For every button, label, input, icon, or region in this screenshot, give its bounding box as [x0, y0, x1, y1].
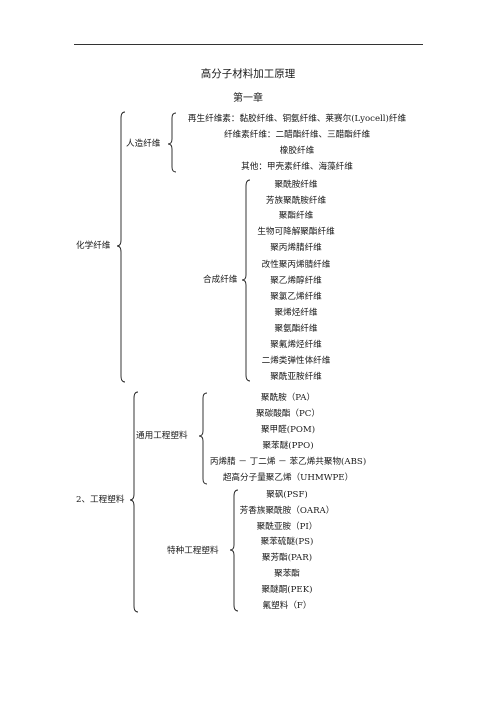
- list-item: 纤维素纤维：二醋酯纤维、三醋酯纤维: [223, 130, 371, 140]
- brace-synthetic-fiber: [241, 179, 251, 382]
- label-engineering-plastics: 2、工程塑料: [76, 495, 125, 505]
- list-item: 聚醚酮(PEK): [261, 585, 313, 595]
- list-item: 聚氟烯烃纤维: [270, 340, 322, 350]
- document-title: 高分子材料加工原理: [200, 68, 296, 80]
- list-item: 聚酰亚胺纤维: [270, 372, 322, 382]
- list-item: 聚氯乙烯纤维: [270, 292, 322, 302]
- list-item: 改性聚丙烯腈纤维: [261, 260, 331, 270]
- list-item: 聚芳酯(PAR): [261, 553, 313, 563]
- list-item: 二烯类弹性体纤维: [261, 356, 331, 366]
- list-item: 聚苯醚(PPO): [262, 441, 314, 451]
- brace-man-made-fiber: [167, 112, 177, 173]
- label-general-plastics: 通用工程塑料: [136, 431, 188, 441]
- list-item: 聚酰亚胺（PI）: [256, 522, 318, 532]
- list-item: 橡胶纤维: [279, 146, 315, 156]
- header-rule: [74, 44, 423, 45]
- chapter-heading: 第一章: [233, 93, 263, 104]
- list-item: 聚甲醛(POM): [260, 425, 316, 435]
- list-item: 超高分子量聚乙烯（UHMWPE）: [222, 473, 354, 483]
- label-special-plastics: 特种工程塑料: [167, 546, 219, 556]
- list-item: 聚酯纤维: [278, 211, 314, 221]
- list-item: 聚乙烯醇纤维: [270, 276, 322, 286]
- list-item: 聚氨酯纤维: [274, 324, 318, 334]
- list-item: 聚酰胺纤维: [274, 180, 318, 190]
- brace-engineering-plastics: [129, 391, 139, 613]
- list-item: 聚烯烃纤维: [274, 308, 318, 318]
- label-man-made-fiber: 人造纤维: [126, 139, 161, 149]
- list-item: 聚苯酯: [274, 569, 300, 579]
- list-item: 聚丙烯腈纤维: [270, 243, 322, 253]
- list-item: 生物可降解聚酯纤维: [257, 227, 335, 237]
- list-item: 其他：甲壳素纤维、海藻纤维: [241, 162, 353, 172]
- label-chemical-fiber: 化学纤维: [76, 241, 111, 251]
- list-item: 丙烯腈 － 丁二烯 － 苯乙烯共聚物(ABS): [209, 457, 367, 467]
- list-item: 聚苯硫醚(PS): [260, 537, 314, 547]
- brace-chemical-fiber: [116, 111, 126, 383]
- brace-special-plastics: [229, 489, 239, 612]
- brace-general-plastics: [198, 392, 208, 485]
- list-item: 再生纤维素：黏胶纤维、铜氨纤维、莱赛尔(Lyocell)纤维: [187, 114, 407, 124]
- list-item: 聚碳酸酯（PC）: [256, 409, 320, 419]
- list-item: 芳族聚酰胺纤维: [265, 196, 327, 206]
- list-item: 氟塑料（F）: [262, 601, 312, 611]
- label-synthetic-fiber: 合成纤维: [203, 275, 238, 285]
- list-item: 聚砜(PSF): [266, 490, 308, 500]
- list-item: 聚酰胺（PA）: [260, 393, 316, 403]
- list-item: 芳香族聚酰胺（OARA）: [239, 506, 335, 516]
